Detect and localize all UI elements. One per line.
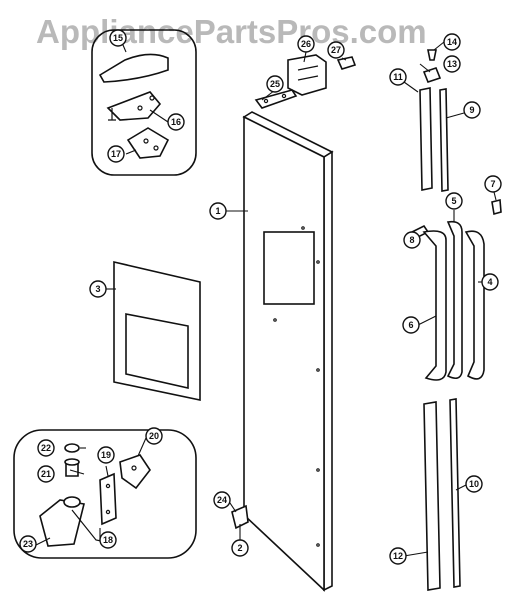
callout-25: 25: [266, 75, 284, 93]
callout-18: 18: [99, 531, 117, 549]
svg-text:27: 27: [331, 45, 341, 55]
washer: [64, 443, 80, 453]
svg-text:24: 24: [217, 495, 227, 505]
callout-15: 15: [109, 29, 127, 47]
callout-12: 12: [389, 547, 407, 565]
svg-text:2: 2: [237, 543, 242, 553]
svg-text:13: 13: [447, 59, 457, 69]
callout-22: 22: [37, 439, 55, 457]
callout-21: 21: [37, 465, 55, 483]
callout-4: 4: [481, 273, 499, 291]
callout-13: 13: [443, 55, 461, 73]
svg-text:3: 3: [95, 284, 100, 294]
hinge-bracket-lower: [99, 472, 117, 526]
callout-9: 9: [463, 101, 481, 119]
svg-text:26: 26: [301, 39, 311, 49]
hinge-cover: [98, 53, 169, 83]
svg-text:12: 12: [393, 551, 403, 561]
svg-text:8: 8: [409, 235, 414, 245]
callout-2: 2: [231, 539, 249, 557]
callout-19: 19: [97, 446, 115, 464]
upper-trim-rail: [439, 88, 449, 192]
svg-text:23: 23: [23, 539, 33, 549]
lower-trim-strip: [423, 401, 441, 591]
hinge-plate: [119, 454, 151, 490]
callout-11: 11: [389, 68, 407, 86]
svg-text:20: 20: [149, 431, 159, 441]
handle-trim: [446, 220, 463, 380]
callout-24: 24: [213, 491, 231, 509]
svg-text:6: 6: [408, 320, 413, 330]
svg-text:9: 9: [469, 105, 474, 115]
svg-text:10: 10: [469, 479, 479, 489]
svg-text:19: 19: [101, 450, 111, 460]
svg-text:5: 5: [451, 196, 456, 206]
lower-trim-rail: [449, 398, 461, 588]
callout-1: 1: [209, 202, 227, 220]
svg-text:18: 18: [103, 535, 113, 545]
svg-text:11: 11: [393, 72, 403, 82]
hinge-shim: [126, 127, 170, 159]
handle-screw-top: [427, 49, 437, 61]
lower-hinge-kit-box: [13, 429, 197, 559]
callout-27: 27: [327, 41, 345, 59]
svg-text:16: 16: [171, 117, 181, 127]
svg-text:25: 25: [270, 79, 280, 89]
dispenser-trim-panel: [113, 260, 201, 401]
callout-7: 7: [484, 175, 502, 193]
callout-23: 23: [19, 535, 37, 553]
hinge-pin: [336, 56, 357, 70]
callout-26: 26: [297, 35, 315, 53]
handle-screw-right: [491, 198, 502, 216]
callout-5: 5: [445, 192, 463, 210]
svg-text:17: 17: [111, 149, 121, 159]
handle-cover: [464, 230, 485, 380]
callout-16: 16: [167, 113, 185, 131]
svg-text:7: 7: [490, 179, 495, 189]
callout-3: 3: [89, 280, 107, 298]
callout-20: 20: [145, 427, 163, 445]
callout-17: 17: [107, 145, 125, 163]
svg-text:14: 14: [447, 37, 457, 47]
callout-8: 8: [403, 231, 421, 249]
top-hinge-screw-strip: [254, 89, 298, 109]
callout-6: 6: [402, 316, 420, 334]
door-handle: [422, 230, 447, 381]
svg-text:1: 1: [215, 206, 220, 216]
svg-text:21: 21: [41, 469, 51, 479]
hinge-bracket: [287, 54, 327, 96]
callout-14: 14: [443, 33, 461, 51]
door-panel: [242, 111, 334, 592]
top-hinge-parts: [254, 54, 357, 109]
svg-text:22: 22: [41, 443, 51, 453]
callout-10: 10: [465, 475, 483, 493]
upper-hinge-kit-box: [91, 29, 197, 176]
svg-text:15: 15: [113, 33, 123, 43]
handle-clip: [422, 67, 442, 83]
upper-trim-strip: [419, 87, 433, 191]
upper-hinge: [106, 91, 162, 121]
svg-text:4: 4: [487, 277, 492, 287]
watermark-text: AppliancePartsPros.com: [36, 13, 427, 50]
